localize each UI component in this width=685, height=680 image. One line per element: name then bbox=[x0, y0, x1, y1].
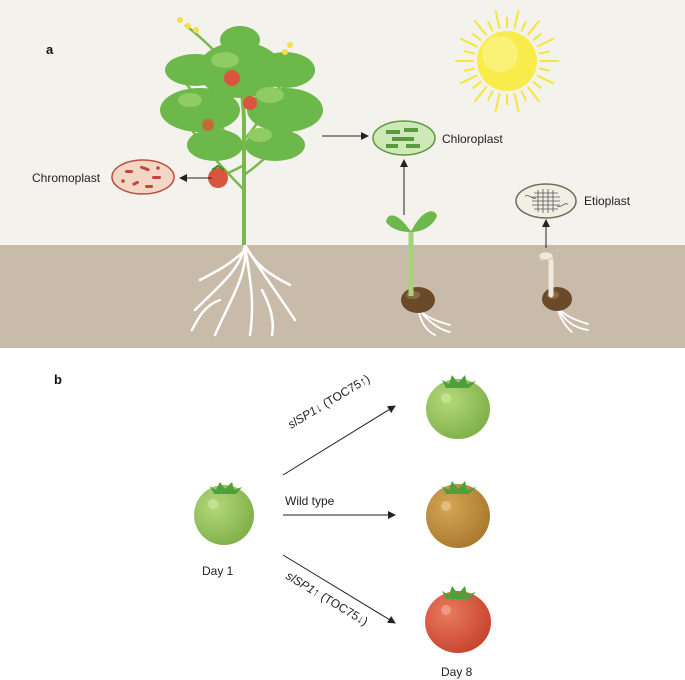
arrow-down bbox=[282, 554, 396, 624]
arrow-down-suffix: ↑ (TOC75↓) bbox=[310, 585, 370, 629]
sun-ray bbox=[513, 92, 520, 112]
sun-ray bbox=[526, 86, 541, 103]
panel-b-label: b bbox=[54, 372, 62, 387]
sun-ray bbox=[463, 50, 476, 55]
tomato-day8-red-icon bbox=[425, 586, 491, 653]
day8-label: Day 8 bbox=[441, 665, 473, 679]
tomato-day8-green-icon bbox=[426, 375, 490, 439]
sun-ray bbox=[463, 67, 476, 72]
sun-ray bbox=[473, 86, 488, 103]
sun-ray bbox=[459, 74, 478, 85]
arrow-down-label: slSP1↑ (TOC75↓) bbox=[283, 569, 370, 629]
sun-icon bbox=[455, 10, 559, 112]
day1-label: Day 1 bbox=[202, 564, 234, 578]
soil-background bbox=[0, 245, 685, 348]
sun-ray bbox=[538, 67, 551, 72]
arrow-up-label: slSP1↓ (TOC75↑) bbox=[285, 372, 372, 432]
arrow-up bbox=[282, 405, 396, 476]
sun-ray bbox=[494, 10, 501, 30]
sun-ray bbox=[513, 10, 520, 30]
sun-ray bbox=[459, 37, 478, 48]
sun-ray bbox=[536, 37, 555, 48]
sun-ray bbox=[494, 92, 501, 112]
sun-ray bbox=[473, 19, 488, 36]
chloroplast-icon bbox=[372, 120, 436, 156]
sun-ray bbox=[520, 90, 527, 102]
etiolated-seedling-icon bbox=[538, 251, 589, 333]
seedling-icon bbox=[386, 211, 451, 336]
etioplast-label: Etioplast bbox=[584, 194, 631, 208]
etioplast-icon bbox=[515, 183, 577, 219]
chloroplast-label: Chloroplast bbox=[442, 132, 503, 146]
panel-a-label: a bbox=[46, 42, 54, 57]
sun-ray bbox=[526, 19, 541, 36]
chromoplast-label: Chromoplast bbox=[32, 171, 101, 185]
tomato-plant-icon bbox=[160, 17, 323, 337]
panel-a: a bbox=[0, 0, 685, 348]
sky-background bbox=[0, 0, 685, 245]
sun-ray bbox=[532, 80, 543, 90]
sun-ray bbox=[532, 32, 543, 42]
sun-ray bbox=[471, 80, 482, 90]
sun-ray bbox=[538, 50, 551, 55]
tomato-day1-icon bbox=[194, 482, 254, 545]
arrow-up-suffix: ↓ (TOC75↑) bbox=[312, 372, 372, 416]
panel-b: b Day 1 slSP1↓ (TOC75↑) Wild type slSP1↑… bbox=[54, 372, 491, 679]
arrow-mid-label: Wild type bbox=[285, 494, 335, 508]
chromoplast-icon bbox=[111, 159, 175, 195]
sun-ray bbox=[471, 32, 482, 42]
sun-ray bbox=[536, 74, 555, 85]
sun-ray bbox=[487, 90, 494, 102]
sun-ray bbox=[520, 20, 527, 32]
tomato-day8-orange-icon bbox=[426, 481, 490, 548]
sun-ray bbox=[487, 20, 494, 32]
